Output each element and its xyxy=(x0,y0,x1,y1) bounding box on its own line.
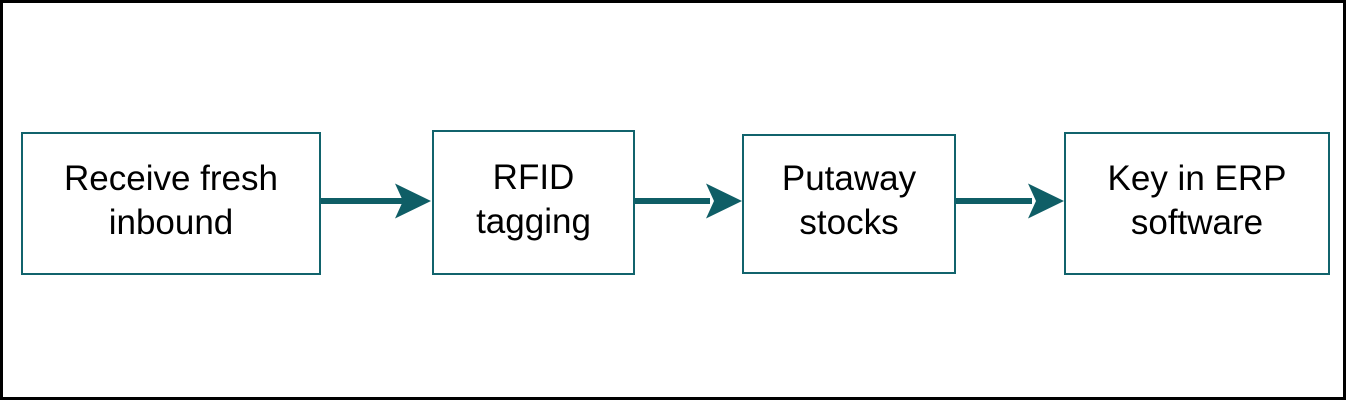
flow-arrow-3 xyxy=(956,183,1064,219)
arrow-layer xyxy=(321,183,1064,219)
step-label-line: RFID xyxy=(492,157,575,197)
step-box-key-in-erp-software: Key in ERP software xyxy=(1064,132,1330,275)
step-box-receive-fresh-inbound: Receive fresh inbound xyxy=(21,132,321,275)
step-box-putaway-stocks: Putaway stocks xyxy=(742,134,956,274)
step-box-rfid-tagging: RFID tagging xyxy=(432,130,635,275)
step-label-line: tagging xyxy=(476,201,591,241)
step-label-line: Putaway xyxy=(781,159,917,198)
step-label-line: Key in ERP xyxy=(1107,158,1287,198)
flow-arrow-1 xyxy=(321,183,431,219)
step-label-line: stocks xyxy=(799,203,899,242)
step-label-line: software xyxy=(1130,202,1264,242)
step-label-line: inbound xyxy=(108,202,234,242)
flow-arrow-2 xyxy=(635,183,742,219)
step-label-line: Receive fresh xyxy=(64,158,278,198)
